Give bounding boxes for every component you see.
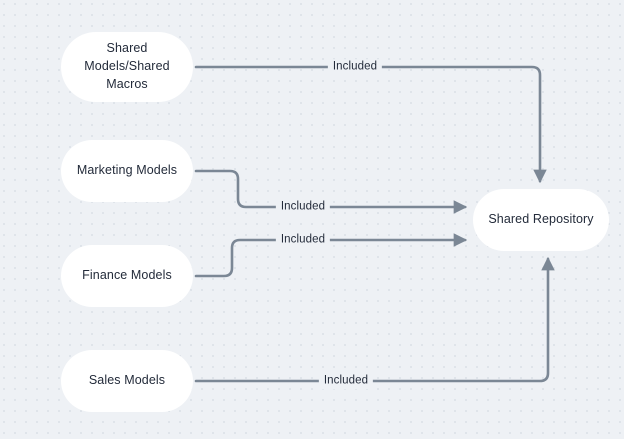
- edge-label-marketing-models: Included: [275, 199, 331, 215]
- edge-path-shared-models: [194, 65, 547, 184]
- node-shared-models[interactable]: Shared Models/Shared Macros: [61, 32, 193, 102]
- edge-label-finance-models: Included: [275, 232, 331, 248]
- edge-path-sales-models: [194, 256, 555, 383]
- node-label: Shared Models/Shared Macros: [84, 41, 170, 91]
- node-label: Shared Repository: [488, 212, 594, 227]
- edge-label-shared-models: Included: [327, 59, 383, 75]
- node-sales-models[interactable]: Sales Models: [61, 350, 193, 412]
- edge-label-sales-models: Included: [318, 373, 374, 389]
- node-label: Sales Models: [88, 373, 166, 388]
- node-shared-repository[interactable]: Shared Repository: [473, 189, 609, 251]
- edge-path-finance-models: [194, 233, 468, 278]
- node-label: Marketing Models: [76, 163, 178, 178]
- edge-path-marketing-models: [194, 169, 468, 214]
- node-finance-models[interactable]: Finance Models: [61, 245, 193, 307]
- node-label: Finance Models: [82, 268, 172, 283]
- node-marketing-models[interactable]: Marketing Models: [61, 140, 193, 202]
